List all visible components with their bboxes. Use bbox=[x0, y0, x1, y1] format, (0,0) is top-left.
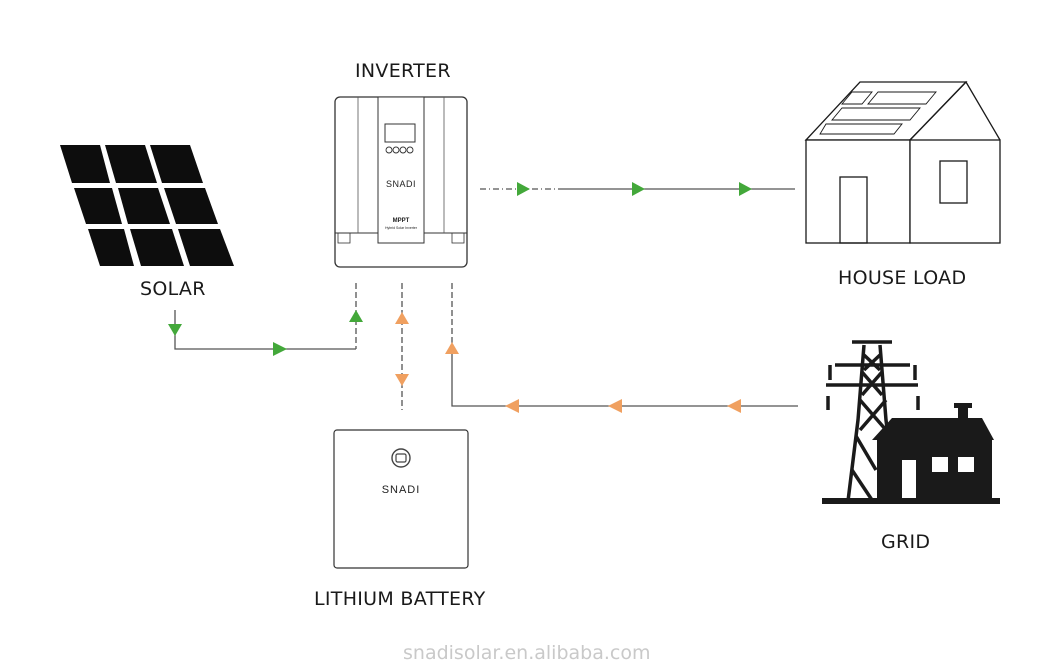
battery-down-arrow bbox=[395, 374, 409, 386]
solar-panel-icon bbox=[60, 145, 234, 266]
flow-lines bbox=[174, 188, 798, 410]
inverter-up-arrow bbox=[349, 310, 363, 322]
grid-up-arrow bbox=[445, 342, 459, 354]
house-load-label: HOUSE LOAD bbox=[838, 267, 967, 289]
lithium-battery-label: LITHIUM BATTERY bbox=[314, 588, 486, 610]
inverter-label: INVERTER bbox=[355, 60, 451, 82]
grid-left-arrow-1 bbox=[505, 399, 519, 413]
house-flow-arrow-1 bbox=[517, 182, 530, 196]
power-grid-icon bbox=[822, 340, 1000, 504]
house-flow-arrow-2 bbox=[632, 182, 645, 196]
inverter-device: SNADI MPPT Hybrid Solar Inverter bbox=[334, 96, 468, 268]
inverter-subtitle: Hybrid Solar Inverter bbox=[385, 226, 418, 230]
grid-left-arrow-3 bbox=[727, 399, 741, 413]
battery-logo-icon bbox=[391, 448, 411, 468]
solar-label: SOLAR bbox=[140, 278, 206, 300]
house-icon bbox=[804, 80, 1001, 244]
grid-label: GRID bbox=[881, 531, 931, 553]
watermark: snadisolar.en.alibaba.com bbox=[403, 642, 651, 664]
house-flow-arrow-3 bbox=[739, 182, 752, 196]
grid-left-arrow-2 bbox=[608, 399, 622, 413]
green-arrows bbox=[168, 182, 752, 356]
battery-brand: SNADI bbox=[382, 484, 421, 496]
solar-inverter-line bbox=[174, 310, 356, 350]
grid-building-icon bbox=[872, 403, 994, 500]
battery-up-arrow bbox=[395, 312, 409, 324]
solar-right-arrow bbox=[273, 342, 287, 356]
orange-arrows bbox=[395, 312, 741, 413]
grid-inverter-line bbox=[451, 350, 798, 407]
battery-device: SNADI bbox=[333, 429, 469, 569]
inverter-model: MPPT bbox=[393, 218, 410, 224]
roof-solar-panels-icon bbox=[819, 91, 937, 135]
inverter-brand: SNADI bbox=[386, 179, 416, 189]
solar-down-arrow bbox=[168, 324, 182, 336]
